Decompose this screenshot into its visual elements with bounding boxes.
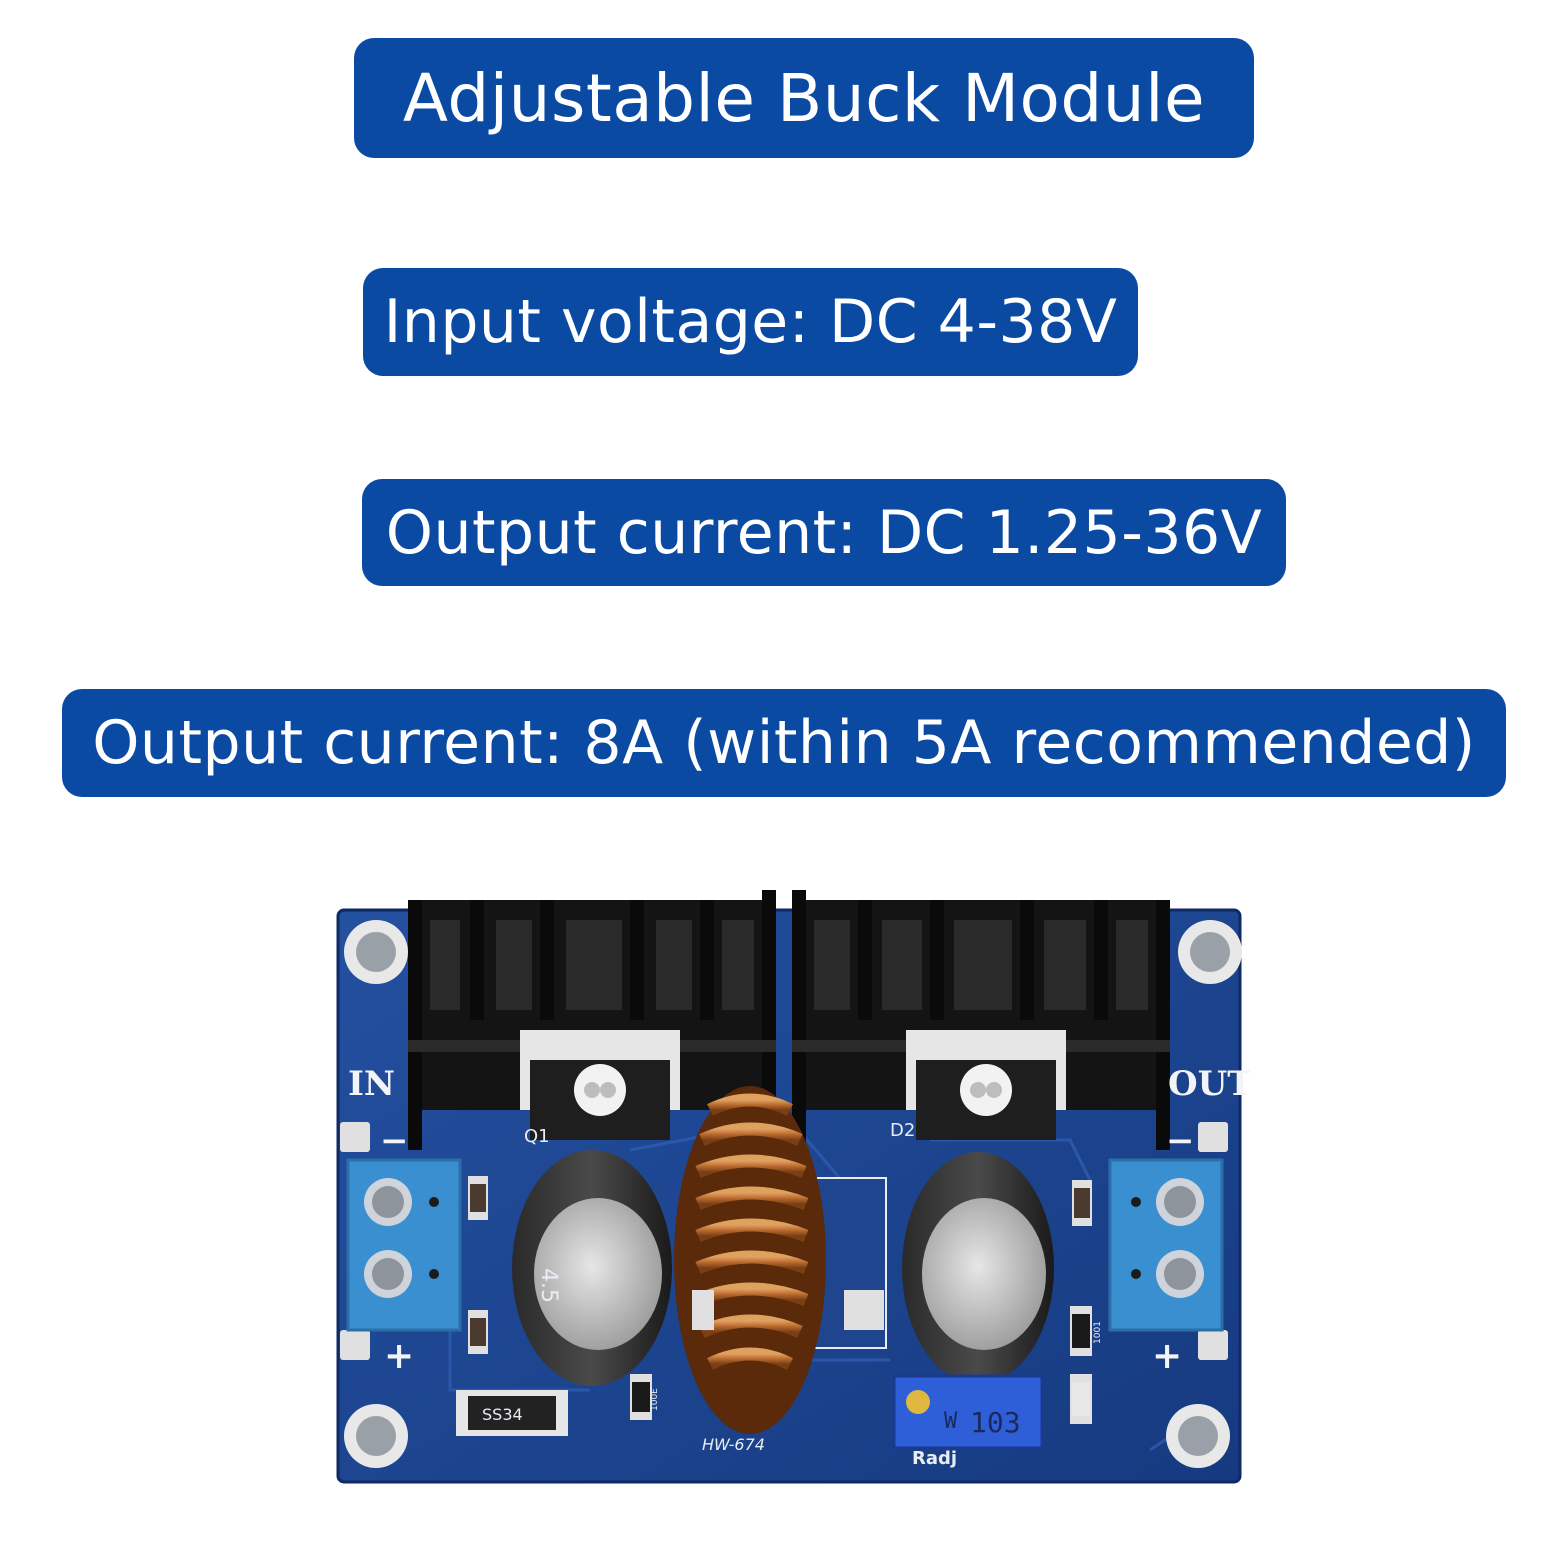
- diode-ss34: SS34: [456, 1390, 568, 1436]
- plus-right: +: [1152, 1335, 1182, 1377]
- d2-label: D2: [890, 1120, 915, 1141]
- mounting-holes: [344, 920, 1242, 1468]
- output-current-label: Output current: 8A (within 5A recommende…: [62, 689, 1506, 797]
- transistor-q1: [520, 1030, 680, 1140]
- diode-d2: [906, 1030, 1066, 1140]
- plus-left: +: [384, 1335, 414, 1377]
- in-label: IN: [348, 1064, 395, 1104]
- capacitor-right: [902, 1152, 1054, 1384]
- svg-text:4.5: 4.5: [536, 1268, 561, 1303]
- input-terminal-block: [346, 1158, 462, 1332]
- q1-label: Q1: [524, 1126, 550, 1147]
- potentiometer: W 103: [892, 1374, 1044, 1450]
- minus-left: −: [380, 1121, 409, 1161]
- minus-right: −: [1166, 1121, 1195, 1161]
- output-terminal-block: [1108, 1158, 1224, 1332]
- svg-text:103: 103: [970, 1406, 1021, 1439]
- model-label: HW-674: [702, 1435, 765, 1454]
- smd-parts: 1001 100E: [468, 1176, 1103, 1424]
- input-voltage-label: Input voltage: DC 4-38V: [363, 268, 1138, 376]
- buck-module-photo: IN OUT Q1 D2 L1 HW-674 Radj − + − + 4.5: [336, 890, 1250, 1484]
- svg-text:SS34: SS34: [482, 1405, 523, 1424]
- radj-label: Radj: [912, 1448, 957, 1469]
- svg-text:1001: 1001: [1093, 1321, 1103, 1344]
- svg-text:W: W: [944, 1409, 958, 1434]
- title-label: Adjustable Buck Module: [354, 38, 1254, 158]
- svg-text:100E: 100E: [650, 1388, 660, 1411]
- inductor-l1: [674, 1086, 887, 1434]
- output-voltage-label: Output current: DC 1.25-36V: [362, 479, 1286, 586]
- out-label: OUT: [1168, 1064, 1250, 1104]
- capacitor-left: 4.5: [512, 1150, 672, 1386]
